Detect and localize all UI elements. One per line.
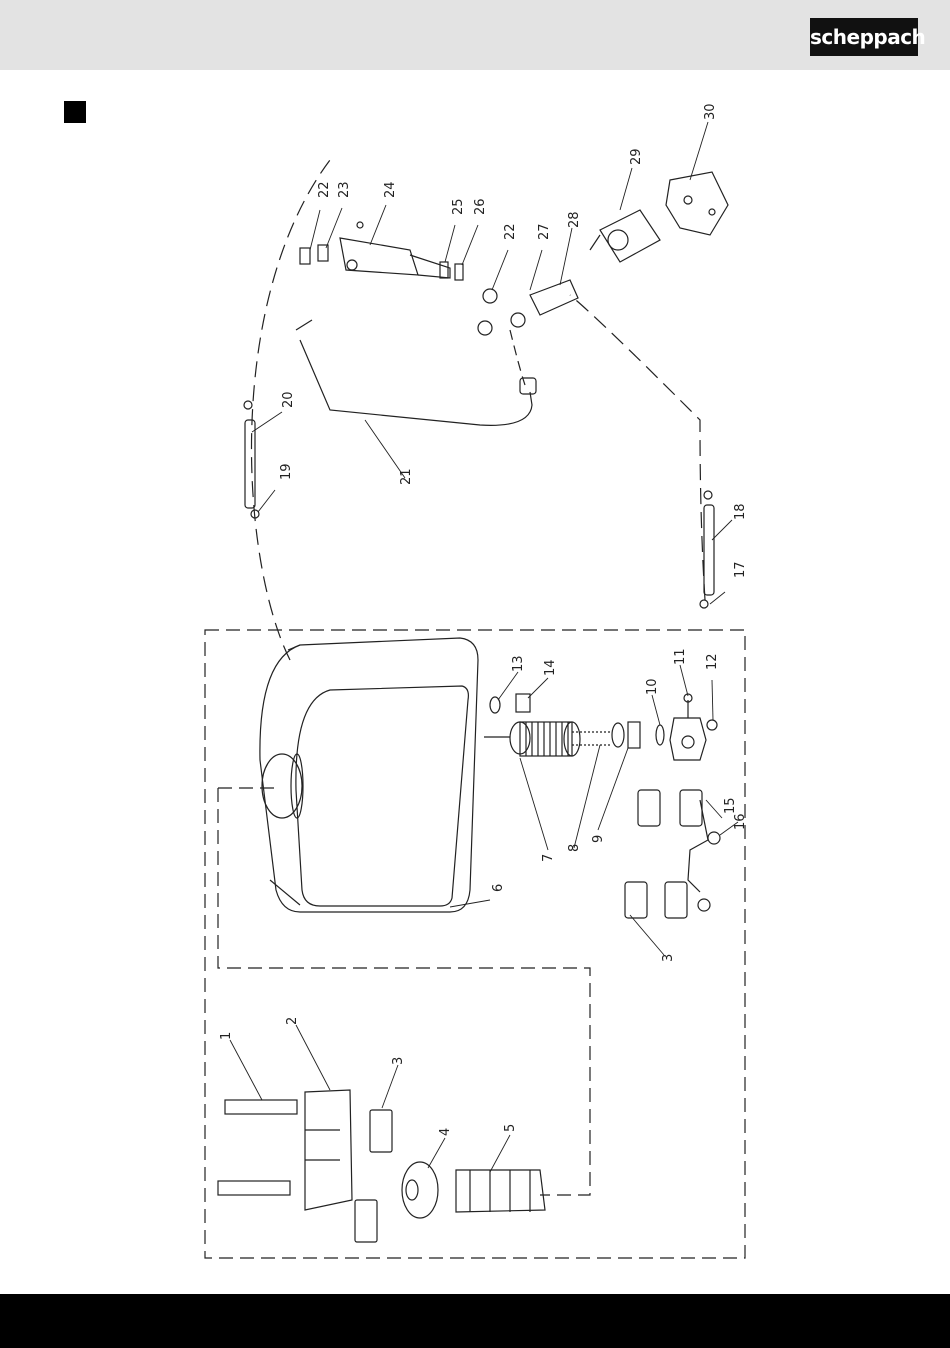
part-number: 30 <box>703 103 718 120</box>
part-number: 22 <box>317 181 332 198</box>
fuel-tank <box>260 638 478 912</box>
part-number: 7 <box>541 854 556 862</box>
brand-logo: scheppach <box>810 18 918 56</box>
part-number: 17 <box>733 561 748 578</box>
nut-27 <box>511 313 525 327</box>
nut-14 <box>516 694 530 712</box>
exploded-parts-diagram: 1 2 3 3 4 5 6 7 8 9 10 11 12 13 14 15 16… <box>0 70 950 1294</box>
lower-parts <box>218 1090 545 1242</box>
part-number: 25 <box>451 198 466 215</box>
nut-extra <box>478 321 492 335</box>
dashed-connector-right <box>570 295 705 600</box>
part-number: 4 <box>438 1128 453 1136</box>
part-number: 28 <box>567 211 582 228</box>
injector-assembly <box>300 222 463 280</box>
gasket-30 <box>666 172 728 235</box>
part-number: 16 <box>733 813 748 830</box>
dashed-connector-mid <box>510 330 525 385</box>
dashed-connector-left <box>251 160 330 660</box>
part-number: 11 <box>673 648 688 665</box>
part-number: 5 <box>503 1124 518 1132</box>
part-number: 3 <box>661 954 676 962</box>
part-number: 22 <box>503 223 518 240</box>
fuel-filter <box>484 722 612 756</box>
part-number: 19 <box>279 463 294 480</box>
part-number: 21 <box>399 468 414 485</box>
part-number: 10 <box>645 678 660 695</box>
nut-22-lower <box>483 289 497 303</box>
fuel-line <box>300 340 532 425</box>
fuel-pump <box>590 210 660 262</box>
part-number: 23 <box>337 181 352 198</box>
mounting-brackets <box>625 790 720 918</box>
part-number: 26 <box>473 198 488 215</box>
part-number: 13 <box>511 655 526 672</box>
part-number-labels: 1 2 3 3 4 5 6 7 8 9 10 11 12 13 14 15 16… <box>219 103 748 1136</box>
part-number: 14 <box>543 659 558 676</box>
page-header: scheppach <box>0 0 950 70</box>
dashed-outer-boundary <box>205 630 745 1258</box>
page-footer <box>0 1294 950 1348</box>
bracket-28 <box>530 280 578 315</box>
part-number: 2 <box>285 1017 300 1025</box>
part-number: 20 <box>281 391 296 408</box>
part-number: 24 <box>383 181 398 198</box>
part-number: 15 <box>723 797 738 814</box>
brand-logo-text: scheppach <box>810 18 918 56</box>
part-number: 1 <box>219 1032 234 1040</box>
part-number: 8 <box>567 844 582 852</box>
part-number: 27 <box>537 223 552 240</box>
part-number: 18 <box>733 503 748 520</box>
part-number: 6 <box>491 884 506 892</box>
dashed-inner-boundary <box>218 788 590 1195</box>
fuel-hoses <box>244 401 714 608</box>
leader-lines <box>230 122 738 1172</box>
part-number: 12 <box>705 653 720 670</box>
fuel-valve <box>612 694 717 760</box>
part-number: 9 <box>591 835 606 843</box>
part-number: 3 <box>391 1057 406 1065</box>
part-number: 29 <box>629 148 644 165</box>
